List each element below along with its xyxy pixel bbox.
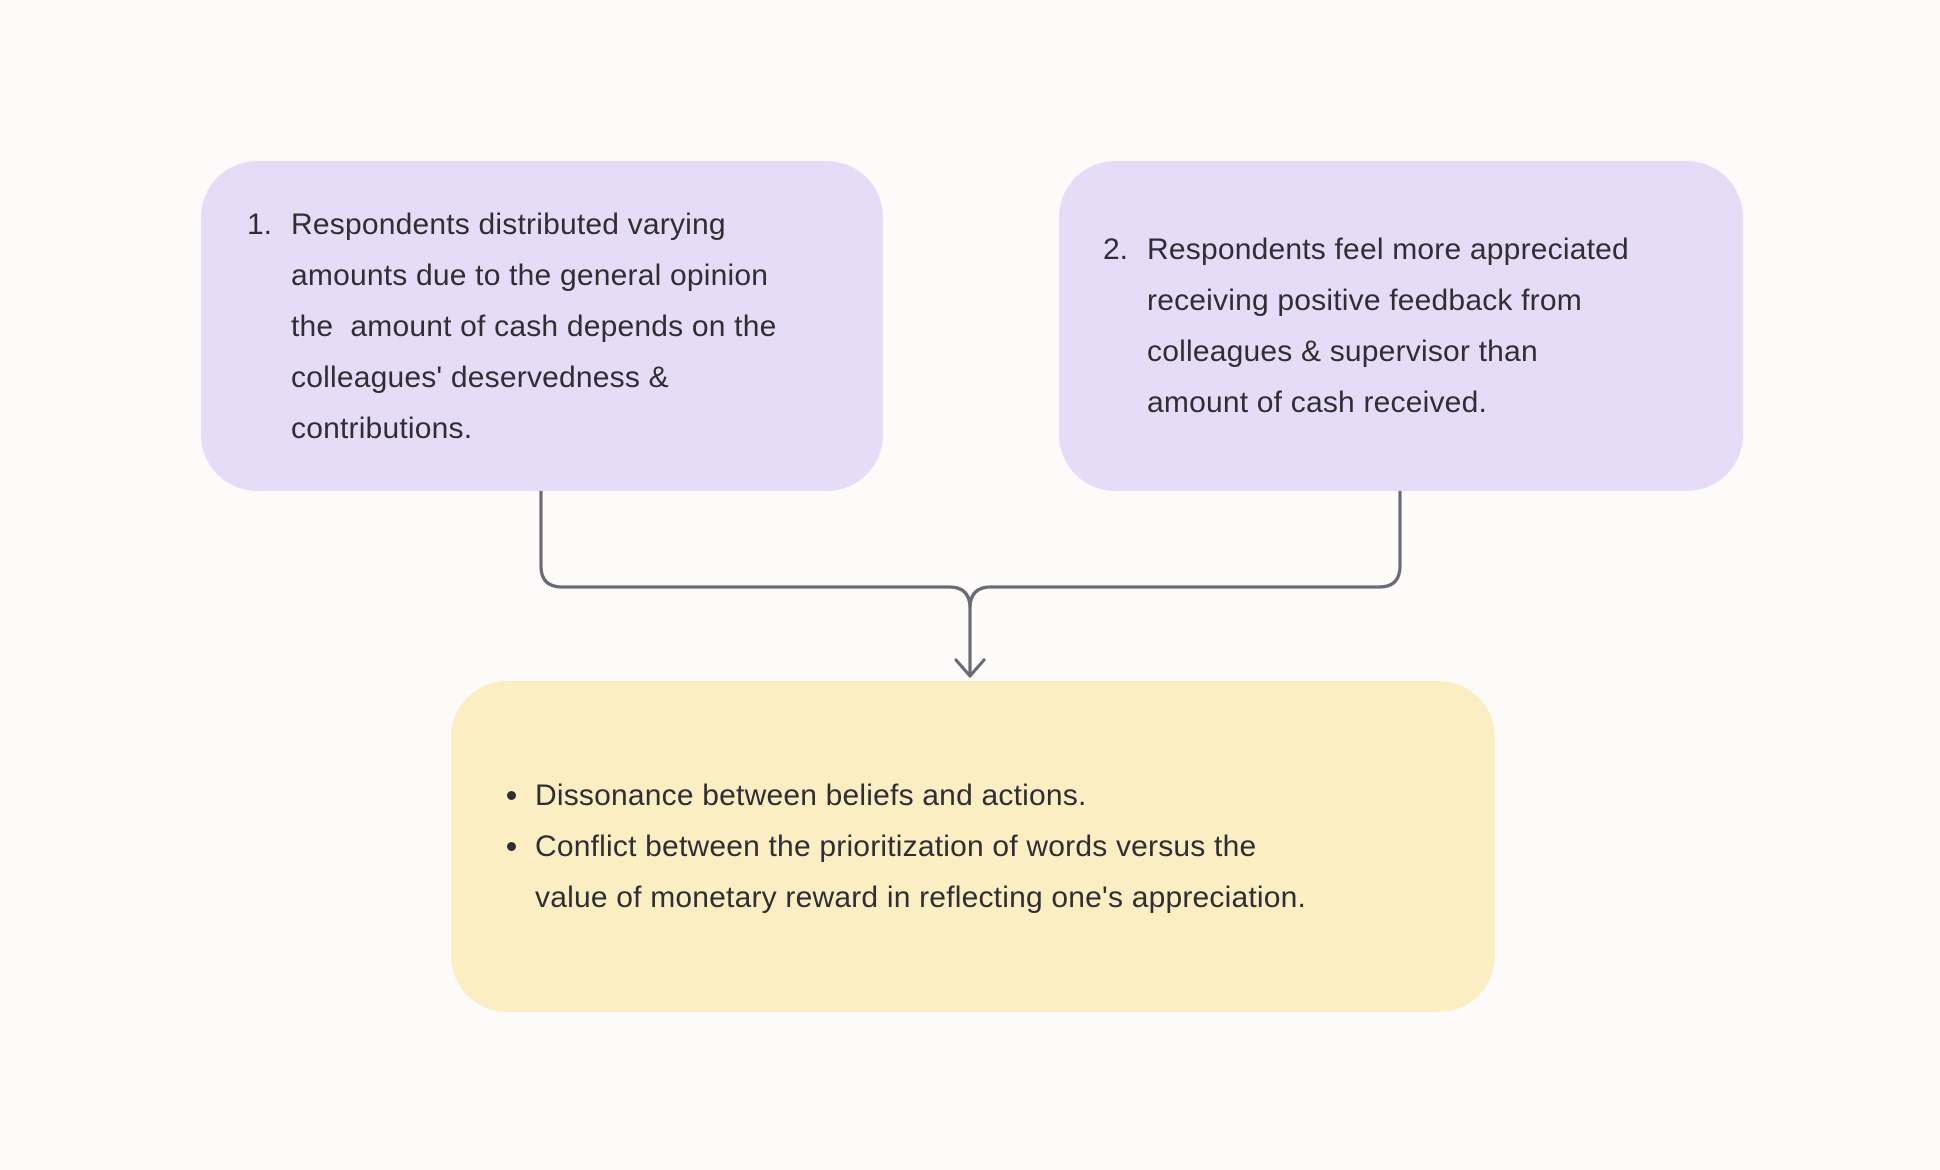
bullet-list-item: Dissonance between beliefs and actions.	[507, 770, 1455, 821]
connector-left-branch	[539, 489, 972, 674]
finding-box-1: 1. Respondents distributed varying amoun…	[201, 161, 883, 491]
finding-2-text: Respondents feel more appreciated receiv…	[1147, 233, 1629, 419]
numbered-list-item: 1. Respondents distributed varying amoun…	[247, 199, 849, 454]
finding-1-text: Respondents distributed varying amounts …	[291, 207, 777, 445]
conclusion-item-1-text: Dissonance between beliefs and actions.	[535, 779, 1087, 812]
bullet-list-item: Conflict between the prioritization of w…	[507, 821, 1455, 923]
bullet-icon	[507, 791, 516, 800]
connector-right-branch	[968, 489, 1402, 610]
numbered-list-item: 2. Respondents feel more appreciated rec…	[1103, 224, 1709, 428]
finding-box-2: 2. Respondents feel more appreciated rec…	[1059, 161, 1743, 491]
conclusion-box: Dissonance between beliefs and actions. …	[451, 681, 1495, 1012]
arrowhead-icon	[954, 658, 986, 678]
conclusion-item-2-text: Conflict between the prioritization of w…	[535, 830, 1307, 914]
bullet-icon	[507, 842, 516, 851]
list-number-2: 2.	[1103, 233, 1129, 266]
list-number-1: 1.	[247, 207, 273, 241]
